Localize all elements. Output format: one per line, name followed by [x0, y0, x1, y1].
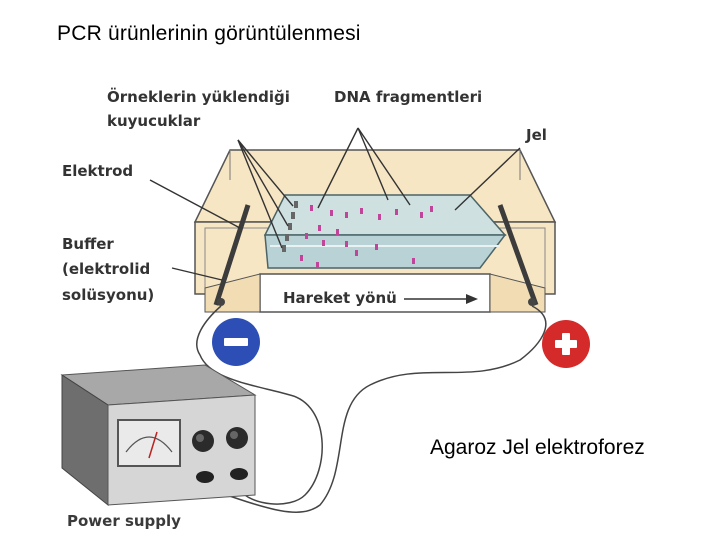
electrode-label: Elektrod	[62, 162, 133, 180]
meter-icon	[117, 419, 181, 467]
direction-arrow	[404, 294, 478, 304]
buffer-label-line1: Buffer	[62, 235, 114, 253]
power-supply	[60, 364, 257, 507]
power-supply-label: Power supply	[67, 512, 181, 530]
page-title: PCR ürünlerinin görüntülenmesi	[57, 22, 361, 45]
wells-label-line1: Örneklerin yüklendiği	[107, 87, 290, 106]
dna-fragments-label: DNA fragmentleri	[334, 88, 482, 106]
wires	[196, 305, 547, 513]
leader-lines	[149, 127, 521, 281]
positive-terminal-icon	[542, 320, 590, 368]
wells-label-line2: kuyucuklar	[107, 112, 201, 130]
negative-terminal-icon	[212, 318, 260, 366]
dna-bands	[300, 205, 433, 268]
buffer-label-line2: (elektrolid	[62, 260, 150, 278]
gel-label: Jel	[525, 126, 547, 144]
buffer-label-line3: solüsyonu)	[62, 286, 154, 304]
knob-icon	[192, 427, 248, 452]
electrodes	[213, 204, 539, 306]
direction-label: Hareket yönü	[283, 289, 397, 307]
diagram-labels: Örneklerin yüklendiği kuyucuklar DNA fra…	[62, 87, 547, 530]
caption: Agaroz Jel elektroforez	[430, 436, 645, 459]
plug-icon	[196, 468, 248, 483]
sample-wells	[282, 201, 298, 252]
